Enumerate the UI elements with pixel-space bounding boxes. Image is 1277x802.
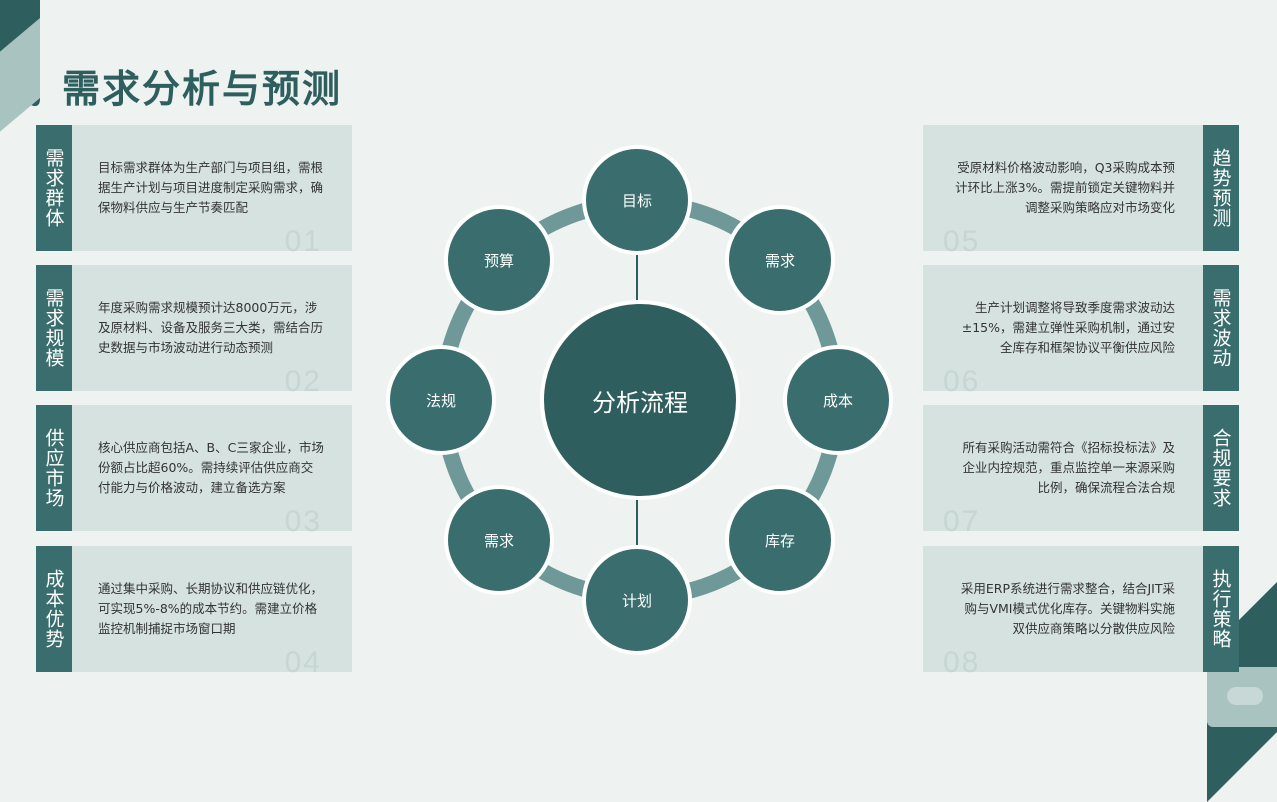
card-label-bar: 执行策略 xyxy=(1203,546,1239,672)
card-text: 所有采购活动需符合《招标投标法》及企业内控规范，重点监控单一来源采购比例，确保流… xyxy=(962,440,1175,495)
card-label-bar: 需求群体 xyxy=(36,125,72,251)
card-text: 通过集中采购、长期协议和供应链优化，可实现5%-8%的成本节约。需建立价格监控机… xyxy=(98,581,324,636)
card-body: 通过集中采购、长期协议和供应链优化，可实现5%-8%的成本节约。需建立价格监控机… xyxy=(72,546,352,672)
card-label: 需求波动 xyxy=(1209,288,1232,368)
card-left-2: 需求规模 年度采购需求规模预计达8000万元，涉及原材料、设备及服务三大类，需结… xyxy=(36,265,352,398)
node-demand-2: 需求 xyxy=(444,485,554,595)
card-right-2: 生产计划调整将导致季度需求波动达±15%，需建立弹性采购机制，通过安全库存和框架… xyxy=(923,265,1239,398)
page-title: 需求分析与预测 xyxy=(62,67,343,111)
card-label-bar: 供应市场 xyxy=(36,405,72,531)
card-label: 趋势预测 xyxy=(1209,148,1232,228)
card-number: 08 xyxy=(943,646,981,679)
card-text: 目标需求群体为生产部门与项目组，需根据生产计划与项目进度制定采购需求，确保物料供… xyxy=(98,160,324,215)
card-right-1: 受原材料价格波动影响，Q3采购成本预计环比上涨3%。需提前锁定关键物料并调整采购… xyxy=(923,125,1239,258)
card-number: 07 xyxy=(943,505,981,538)
node-inventory: 库存 xyxy=(725,485,835,595)
card-number: 06 xyxy=(943,365,981,398)
card-number: 03 xyxy=(284,505,322,538)
card-left-3: 供应市场 核心供应商包括A、B、C三家企业，市场份额占比超60%。需持续评估供应… xyxy=(36,405,352,538)
card-label: 需求规模 xyxy=(42,288,65,368)
card-left-1: 需求群体 目标需求群体为生产部门与项目组，需根据生产计划与项目进度制定采购需求，… xyxy=(36,125,352,258)
card-label-bar: 需求规模 xyxy=(36,265,72,391)
card-label: 合规要求 xyxy=(1209,428,1232,508)
card-body: 核心供应商包括A、B、C三家企业，市场份额占比超60%。需持续评估供应商交付能力… xyxy=(72,405,352,531)
node-budget: 预算 xyxy=(444,205,554,315)
card-body: 采用ERP系统进行需求整合，结合JIT采购与VMI模式优化库存。关键物料实施双供… xyxy=(923,546,1203,672)
card-body: 生产计划调整将导致季度需求波动达±15%，需建立弹性采购机制，通过安全库存和框架… xyxy=(923,265,1203,391)
card-label: 需求群体 xyxy=(42,148,65,228)
node-demand: 需求 xyxy=(725,205,835,315)
card-label-bar: 需求波动 xyxy=(1203,265,1239,391)
node-regulation: 法规 xyxy=(386,345,496,455)
card-text: 年度采购需求规模预计达8000万元，涉及原材料、设备及服务三大类，需结合历史数据… xyxy=(98,300,324,355)
node-cost: 成本 xyxy=(783,345,893,455)
card-number: 01 xyxy=(284,225,322,258)
node-plan: 计划 xyxy=(582,545,692,655)
watermark-badge xyxy=(1227,687,1263,705)
center-node: 分析流程 xyxy=(540,300,740,500)
card-right-3: 所有采购活动需符合《招标投标法》及企业内控规范，重点监控单一来源采购比例，确保流… xyxy=(923,405,1239,538)
card-text: 受原材料价格波动影响，Q3采购成本预计环比上涨3%。需提前锁定关键物料并调整采购… xyxy=(955,160,1175,215)
card-left-4: 成本优势 通过集中采购、长期协议和供应链优化，可实现5%-8%的成本节约。需建立… xyxy=(36,546,352,679)
card-number: 02 xyxy=(284,365,322,398)
node-goal: 目标 xyxy=(582,145,692,255)
card-number: 04 xyxy=(284,646,322,679)
card-label: 执行策略 xyxy=(1209,569,1232,649)
card-body: 目标需求群体为生产部门与项目组，需根据生产计划与项目进度制定采购需求，确保物料供… xyxy=(72,125,352,251)
process-cycle-diagram: 分析流程 目标 需求 成本 库存 计划 需求 法规 预算 xyxy=(370,140,910,680)
card-label-bar: 趋势预测 xyxy=(1203,125,1239,251)
card-right-4: 采用ERP系统进行需求整合，结合JIT采购与VMI模式优化库存。关键物料实施双供… xyxy=(923,546,1239,679)
card-text: 采用ERP系统进行需求整合，结合JIT采购与VMI模式优化库存。关键物料实施双供… xyxy=(960,581,1175,636)
card-text: 生产计划调整将导致季度需求波动达±15%，需建立弹性采购机制，通过安全库存和框架… xyxy=(961,300,1175,355)
card-label: 成本优势 xyxy=(42,569,65,649)
card-number: 05 xyxy=(943,225,981,258)
card-text: 核心供应商包括A、B、C三家企业，市场份额占比超60%。需持续评估供应商交付能力… xyxy=(98,440,324,495)
card-label-bar: 合规要求 xyxy=(1203,405,1239,531)
card-body: 所有采购活动需符合《招标投标法》及企业内控规范，重点监控单一来源采购比例，确保流… xyxy=(923,405,1203,531)
card-label: 供应市场 xyxy=(42,428,65,508)
card-body: 年度采购需求规模预计达8000万元，涉及原材料、设备及服务三大类，需结合历史数据… xyxy=(72,265,352,391)
card-body: 受原材料价格波动影响，Q3采购成本预计环比上涨3%。需提前锁定关键物料并调整采购… xyxy=(923,125,1203,251)
card-label-bar: 成本优势 xyxy=(36,546,72,672)
